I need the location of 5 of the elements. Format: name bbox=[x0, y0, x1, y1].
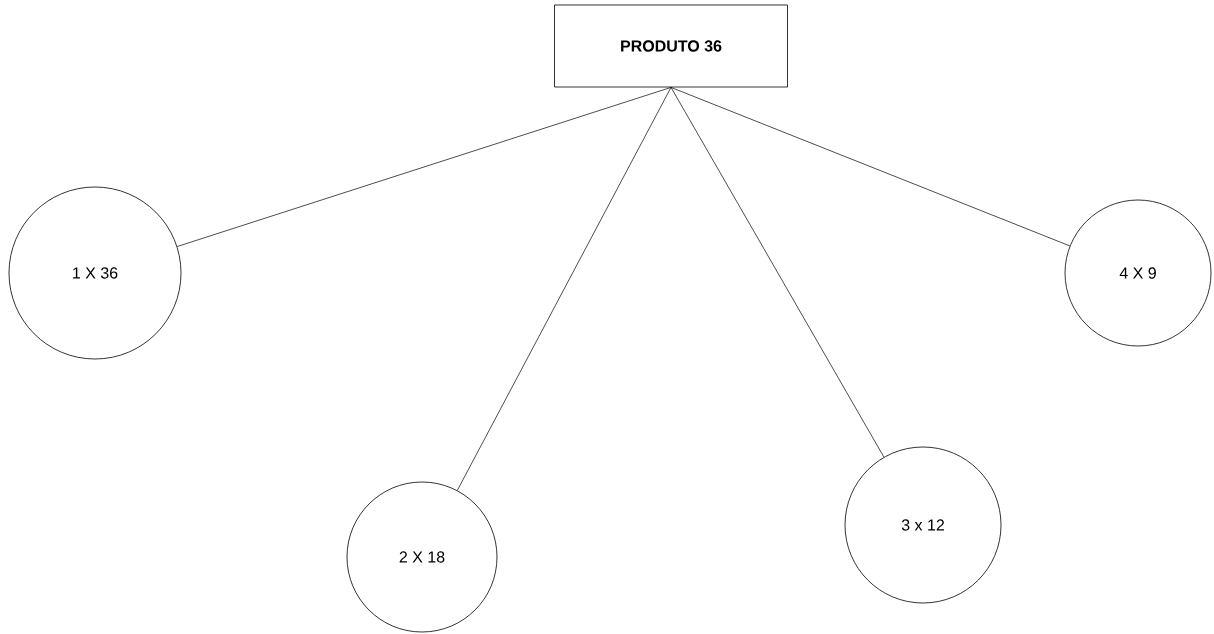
connector-line bbox=[176, 87, 672, 247]
title-box: PRODUTO 36 bbox=[554, 4, 788, 88]
connector-line bbox=[670, 87, 1071, 247]
connector-line bbox=[670, 87, 885, 458]
connector-line bbox=[456, 87, 672, 491]
